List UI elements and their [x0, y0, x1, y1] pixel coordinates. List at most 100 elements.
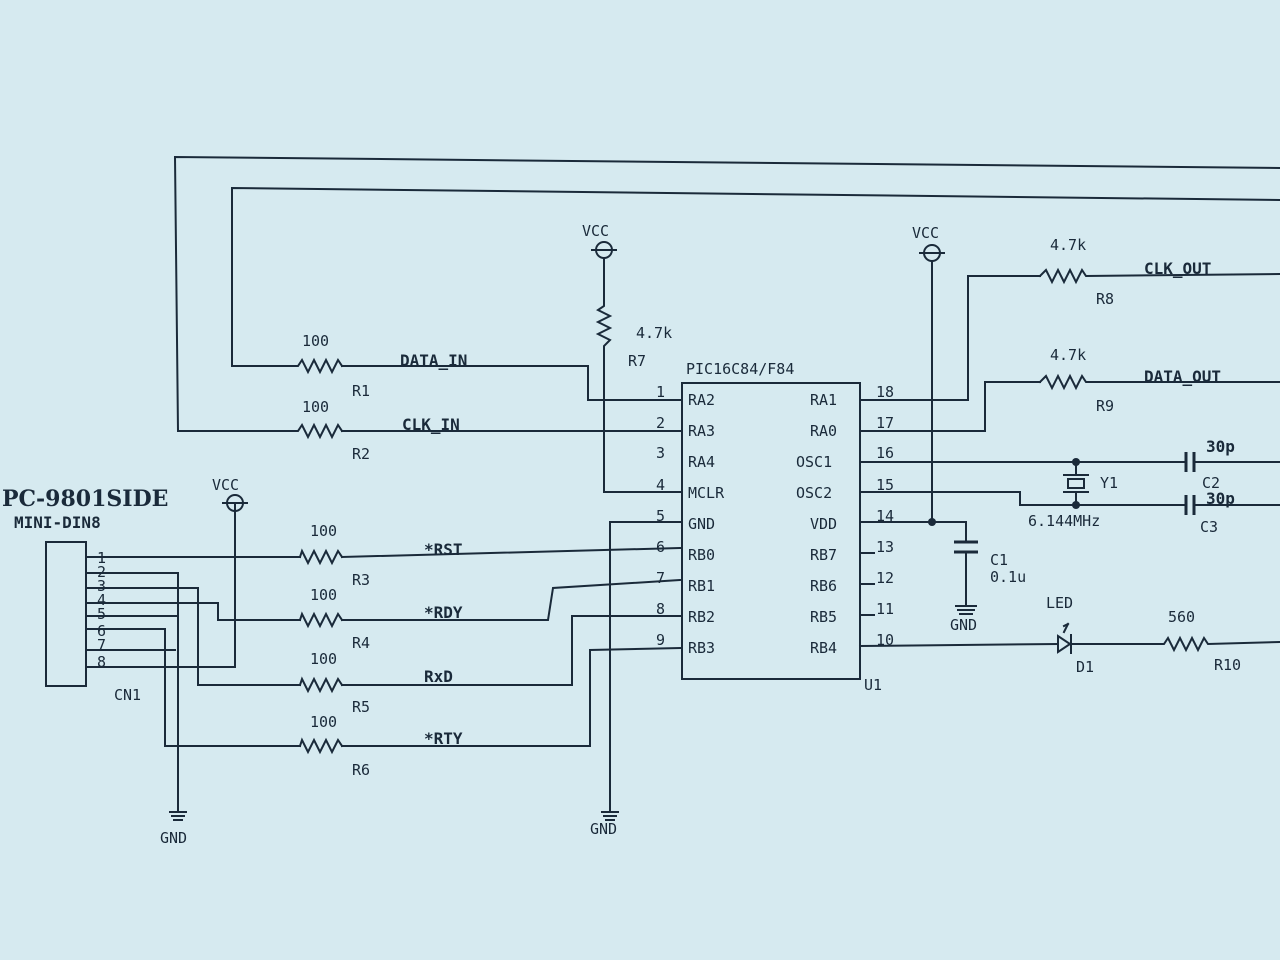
svg-text:4.7k: 4.7k	[636, 324, 672, 342]
svg-text:6: 6	[656, 538, 665, 556]
inner-loop-wire	[231, 186, 1280, 367]
svg-text:GND: GND	[950, 616, 977, 634]
svg-text:RB2: RB2	[688, 608, 715, 626]
svg-text:RA1: RA1	[810, 391, 837, 409]
connector-pin: 3	[97, 577, 106, 595]
net-rdy: *RDY	[424, 603, 463, 622]
net-rty: *RTY	[424, 729, 463, 748]
svg-text:3: 3	[656, 444, 665, 462]
svg-text:100: 100	[310, 650, 337, 668]
svg-text:100: 100	[310, 713, 337, 731]
svg-text:LED: LED	[1046, 594, 1073, 612]
svg-text:Y1: Y1	[1100, 474, 1118, 492]
svg-text:6.144MHz: 6.144MHz	[1028, 512, 1100, 530]
connector-side-label: PC-9801SIDE	[2, 486, 168, 512]
ic-part: PIC16C84/F84	[686, 360, 794, 378]
svg-text:VCC: VCC	[912, 224, 939, 242]
connector-type-label: MINI-DIN8	[14, 513, 101, 532]
svg-text:1: 1	[656, 383, 665, 401]
svg-text:15: 15	[876, 476, 894, 494]
resistor-r5: 100 R5	[298, 650, 370, 716]
svg-text:GND: GND	[590, 820, 617, 838]
net-data-out: DATA_OUT	[1144, 367, 1221, 386]
net-clk-in: CLK_IN	[402, 415, 460, 434]
svg-text:4.7k: 4.7k	[1050, 346, 1086, 364]
ground-symbol: GND	[950, 605, 977, 634]
ic-body	[681, 382, 861, 680]
connector-pin: 6	[97, 622, 106, 640]
svg-text:MCLR: MCLR	[688, 484, 725, 502]
svg-text:R5: R5	[352, 698, 370, 716]
svg-text:R9: R9	[1096, 397, 1114, 415]
ground-symbol: GND	[590, 811, 619, 838]
net-wires	[340, 365, 682, 747]
resistor-r6: 100 R6	[298, 713, 370, 779]
net-rst: *RST	[424, 540, 463, 559]
crystal-y1: Y1 6.144MHz	[1028, 458, 1118, 530]
connector-pin: 5	[97, 605, 106, 623]
resistor-r7: 4.7k R7	[595, 257, 681, 493]
clk-out-wire	[859, 275, 1041, 401]
svg-text:17: 17	[876, 414, 894, 432]
svg-text:VDD: VDD	[810, 515, 837, 533]
net-data-in: DATA_IN	[400, 351, 467, 370]
svg-text:OSC1: OSC1	[796, 453, 832, 471]
vcc-symbol: VCC	[582, 222, 617, 259]
svg-text:R1: R1	[352, 382, 370, 400]
svg-text:RB5: RB5	[810, 608, 837, 626]
svg-text:100: 100	[310, 586, 337, 604]
svg-text:C3: C3	[1200, 518, 1218, 536]
svg-text:RB6: RB6	[810, 577, 837, 595]
svg-text:RB3: RB3	[688, 639, 715, 657]
resistor-r2: 100 R2	[177, 398, 370, 463]
svg-text:RB0: RB0	[688, 546, 715, 564]
svg-text:100: 100	[302, 398, 329, 416]
svg-text:8: 8	[656, 600, 665, 618]
capacitor-c3: 30p C3	[1184, 489, 1235, 536]
resistor-r1: 100 R1	[231, 332, 370, 400]
net-rxd: RxD	[424, 667, 453, 686]
connector-body	[45, 541, 87, 687]
vdd-wire	[859, 260, 967, 541]
svg-text:30p: 30p	[1206, 437, 1235, 456]
svg-text:RA4: RA4	[688, 453, 715, 471]
svg-text:16: 16	[876, 444, 894, 462]
svg-text:R4: R4	[352, 634, 370, 652]
resistor-r8: 4.7k R8	[1038, 236, 1280, 308]
osc2-wire	[859, 491, 1280, 506]
connector-pin: 7	[97, 636, 106, 654]
net-clk-out: CLK_OUT	[1144, 259, 1211, 278]
svg-text:18: 18	[876, 383, 894, 401]
svg-text:4.7k: 4.7k	[1050, 236, 1086, 254]
ic-ref: U1	[864, 676, 882, 694]
led-wire	[858, 642, 1060, 648]
svg-text:C2: C2	[1202, 474, 1220, 492]
gnd-wire	[609, 521, 681, 813]
svg-text:R8: R8	[1096, 290, 1114, 308]
svg-text:R10: R10	[1214, 656, 1241, 674]
junction-dot	[928, 518, 936, 526]
svg-text:11: 11	[876, 600, 894, 618]
resistor-r3: 100 R3	[298, 522, 370, 589]
svg-text:D1: D1	[1076, 658, 1094, 676]
ground-symbol: GND	[160, 811, 187, 847]
connector-ref: CN1	[114, 686, 141, 704]
svg-text:100: 100	[302, 332, 329, 350]
svg-text:7: 7	[656, 569, 665, 587]
svg-text:100: 100	[310, 522, 337, 540]
led-d1: LED D1	[1046, 594, 1094, 676]
svg-text:RA3: RA3	[688, 422, 715, 440]
svg-text:RB1: RB1	[688, 577, 715, 595]
connector-pin: 8	[97, 653, 106, 671]
svg-text:5: 5	[656, 507, 665, 525]
svg-text:RB4: RB4	[810, 639, 837, 657]
svg-text:14: 14	[876, 507, 894, 525]
connector-cn1: PC-9801SIDE MINI-DIN8 CN1 1 2 3 4 5 6 7 …	[2, 486, 236, 704]
svg-text:R3: R3	[352, 571, 370, 589]
svg-text:R6: R6	[352, 761, 370, 779]
vcc-symbol: VCC	[912, 224, 945, 262]
svg-text:VCC: VCC	[582, 222, 609, 240]
outer-loop-wire	[173, 155, 1280, 433]
svg-text:VCC: VCC	[212, 476, 239, 494]
